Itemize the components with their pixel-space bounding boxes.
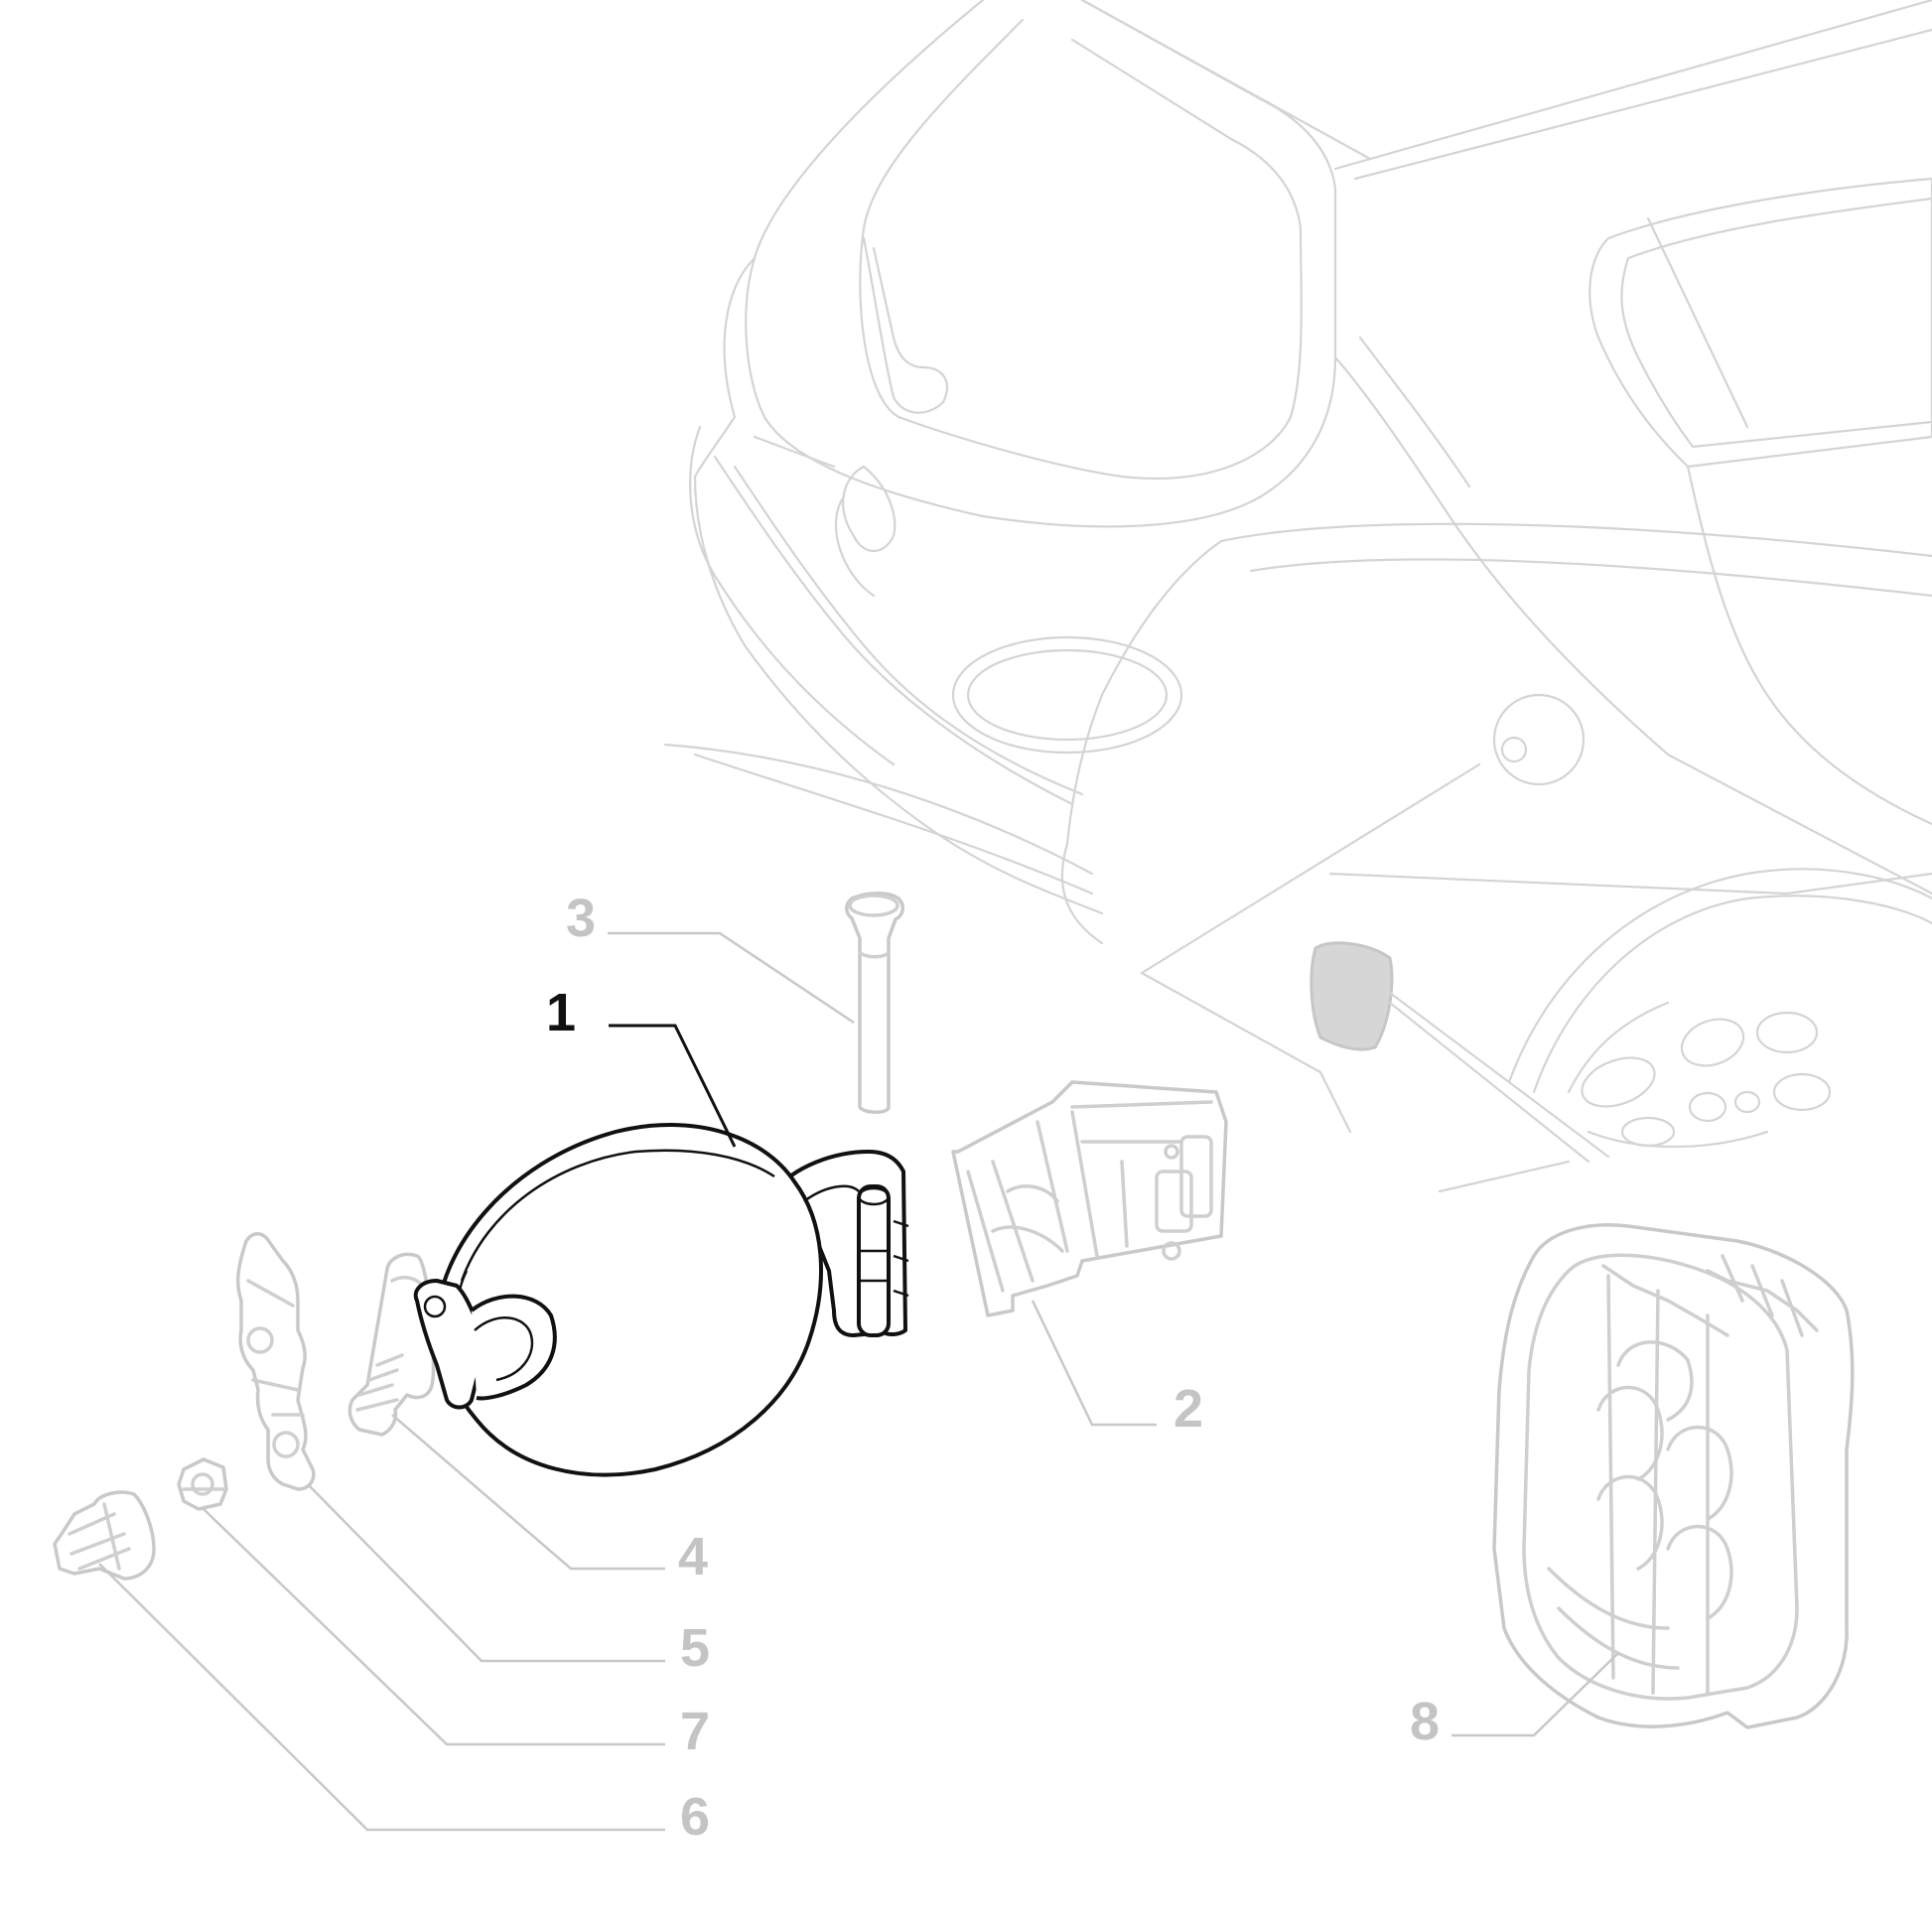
callout-5: 5 xyxy=(680,1618,710,1678)
callout-1: 1 xyxy=(546,983,576,1042)
part-6-clip[interactable] xyxy=(53,1490,156,1581)
leader-2 xyxy=(1031,1300,1157,1427)
wheel-holes xyxy=(1567,1001,1832,1149)
part-1-fuel-flap[interactable] xyxy=(413,1123,909,1477)
callout-8: 8 xyxy=(1410,1692,1440,1751)
part-4-screw[interactable] xyxy=(347,1252,436,1437)
leader-8 xyxy=(1451,1652,1619,1737)
part-3-hinge-pin[interactable] xyxy=(845,892,904,1114)
callout-3: 3 xyxy=(566,889,596,948)
leader-5 xyxy=(307,1483,665,1663)
leader-3 xyxy=(608,931,855,1025)
leader-1 xyxy=(609,1024,737,1148)
leader-6 xyxy=(98,1563,665,1832)
callout-labels: 1 2 3 4 5 7 6 8 xyxy=(546,889,1440,1847)
leader-4 xyxy=(391,1414,665,1571)
part-5-spring-lever[interactable] xyxy=(235,1232,316,1491)
callout-2: 2 xyxy=(1173,1379,1203,1439)
leader-7 xyxy=(203,1508,665,1746)
part-8-fuel-housing[interactable] xyxy=(1492,1223,1855,1729)
fuel-box-location-marker xyxy=(1310,941,1394,1051)
callout-7: 7 xyxy=(680,1702,710,1761)
part-7-nut[interactable] xyxy=(177,1457,228,1511)
car-body-outline xyxy=(663,0,1932,1193)
leader-lines xyxy=(98,931,1619,1832)
callout-6: 6 xyxy=(680,1787,710,1847)
part-2-hinge-bracket[interactable] xyxy=(951,1080,1228,1317)
callout-4: 4 xyxy=(678,1527,708,1587)
